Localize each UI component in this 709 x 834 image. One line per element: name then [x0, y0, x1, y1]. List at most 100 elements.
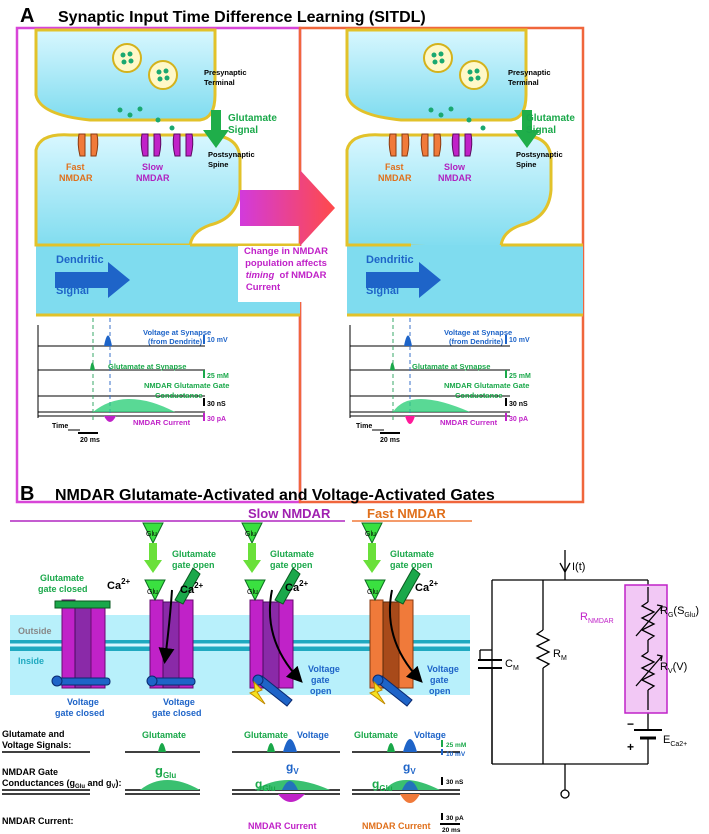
glutamate-gate-open-label-1a: Glutamate — [172, 549, 216, 559]
slow-header: Slow NMDAR — [248, 506, 331, 521]
channel-fast-open — [361, 522, 423, 707]
battery-plus: + — [627, 740, 634, 754]
left-conductance-label-2: Conductance — [155, 391, 203, 400]
glutamate-gate-open-label-2a: Glutamate — [270, 549, 314, 559]
b-gglu-label-3: gGlu — [372, 777, 393, 793]
row-conductances-label-1: NMDAR Gate — [2, 767, 58, 777]
right-presynaptic-label-2: Terminal — [508, 78, 539, 87]
b-gglu-curve-1 — [140, 780, 200, 790]
right-postsynaptic-label-2: Spine — [516, 160, 536, 169]
b-gglu-label-2: gGlu — [255, 777, 276, 793]
right-glutamate-signal-label-1: Glutamate — [526, 113, 575, 124]
b-voltage-pulse-2 — [403, 739, 417, 752]
right-presynaptic-label-1: Presynaptic — [508, 68, 551, 77]
channel-slow-open — [241, 522, 303, 707]
current-source-label: I(t) — [572, 561, 585, 573]
glu-bound-1: Glu — [147, 589, 158, 596]
right-fast-nmdar-label-1: Fast — [385, 162, 404, 172]
dendritic-signal-label-2: Signal — [56, 285, 89, 297]
left-conductance-label-1: NMDAR Glutamate Gate — [144, 381, 229, 390]
row-current-label: NMDAR Current: — [2, 816, 74, 826]
b-gv-curve-2 — [402, 781, 418, 790]
right-time-scale-label: 20 ms — [380, 437, 400, 444]
voltage-gate-closed-label-2b: gate closed — [152, 708, 202, 718]
postsynaptic-label-1: Postsynaptic — [208, 150, 255, 159]
b-gv-label-1: gV — [286, 760, 299, 776]
right-fast-nmdar-label-2: NMDAR — [378, 173, 412, 183]
ground-terminal — [560, 789, 570, 799]
rm-label: RM — [553, 648, 567, 662]
panel-a-letter: A — [20, 5, 34, 27]
right-fast-nmdar-icon — [388, 133, 410, 157]
slow-nmdar-icon-2 — [172, 133, 194, 157]
b-current-slow — [278, 794, 305, 802]
b-voltage-label-1: Voltage — [297, 730, 329, 740]
inside-label: Inside — [18, 656, 44, 666]
fast-nmdar-label-2: NMDAR — [59, 173, 93, 183]
right-current-label: NMDAR Current — [440, 418, 498, 427]
right-glutamate-arrow-icon — [514, 110, 540, 148]
right-slow-nmdar-label-1: Slow — [444, 162, 466, 172]
left-traces — [37, 318, 205, 422]
b-conductance-scale-label: 30 nS — [446, 779, 464, 786]
ca-label-1: Ca2+ — [107, 577, 131, 592]
glutamate-gate-open-label-1b: gate open — [172, 560, 215, 570]
row-conductances-label-2: Conductances (gGlu and gV): — [2, 778, 122, 790]
right-current-scale-label: 30 pA — [509, 416, 528, 423]
fast-nmdar-label-1: Fast — [66, 162, 85, 172]
cm-label: CM — [505, 658, 519, 672]
arrow-caption-2: population affects — [245, 258, 327, 269]
arrow-caption-4: of NMDAR — [280, 270, 327, 281]
arrow-caption-1: Change in NMDAR — [244, 246, 328, 257]
b-gv-curve-1 — [282, 781, 298, 790]
rnmdar-label: RNMDAR — [580, 611, 614, 625]
b-nmdar-current-fast-label: NMDAR Current — [362, 821, 431, 831]
rg-resistor-icon — [635, 587, 663, 652]
b-glutamate-label-3: Glutamate — [354, 730, 398, 740]
glu-bound-3: Glu — [367, 589, 378, 596]
right-dendritic-arrow-icon — [366, 262, 441, 298]
glutamate-gate-open-label-3b: gate open — [390, 560, 433, 570]
arrow-caption-5: Current — [246, 282, 281, 293]
voltage-gate-closed-label-2a: Voltage — [163, 697, 195, 707]
ca-label-3: Ca2+ — [285, 579, 309, 594]
slow-nmdar-icon — [140, 133, 162, 157]
voltage-gate-open-label-2b: gate — [430, 675, 449, 685]
panel-a-title: Synaptic Input Time Difference Learning … — [58, 9, 426, 26]
presynaptic-label-1: Presynaptic — [204, 68, 247, 77]
b-current-scale-label: 30 pA — [446, 815, 464, 822]
b-glu-pulse-2 — [267, 743, 275, 752]
arrow-caption-3: timing — [246, 270, 275, 281]
right-voltage-label-2: (from Dendrite) — [449, 337, 504, 346]
ca-label-2: Ca2+ — [180, 581, 204, 596]
b-glu-pulse-1 — [158, 743, 166, 752]
glu-ligand-2: Glu — [245, 531, 256, 538]
glu-bound-2: Glu — [247, 589, 258, 596]
slow-nmdar-label-2: NMDAR — [136, 173, 170, 183]
right-traces — [349, 318, 510, 424]
right-conductance-label-1: NMDAR Glutamate Gate — [444, 381, 529, 390]
glutamate-gate-open-label-3a: Glutamate — [390, 549, 434, 559]
right-dendritic-signal-label-1: Dendritic — [366, 254, 414, 266]
b-gglu-label-1: gGlu — [155, 763, 176, 780]
voltage-gate-closed-label-1: Voltage — [67, 697, 99, 707]
right-dendritic-signal-label-2: Signal — [366, 285, 399, 297]
fast-header: Fast NMDAR — [367, 506, 446, 521]
left-synapse — [34, 28, 300, 317]
glutamate-signal-label-2: Signal — [228, 125, 258, 136]
outside-label: Outside — [18, 626, 52, 636]
right-slow-nmdar-label-2: NMDAR — [438, 173, 472, 183]
b-glutamate-label-2: Glutamate — [244, 730, 288, 740]
row-signals-label-1: Glutamate and — [2, 729, 65, 739]
glu-ligand-3: Glu — [365, 531, 376, 538]
b-glutamate-label-1: Glutamate — [142, 730, 186, 740]
right-postsynaptic-label-1: Postsynaptic — [516, 150, 563, 159]
b-nmdar-current-slow-label: NMDAR Current — [248, 821, 317, 831]
panel-b-letter: B — [20, 483, 34, 505]
dendritic-arrow-icon — [55, 262, 130, 298]
b-glu-pulse-3 — [387, 743, 395, 752]
rg-label: RG(SGlu) — [660, 605, 699, 619]
dendritic-signal-label-1: Dendritic — [56, 254, 104, 266]
arrow-caption-bg — [238, 246, 334, 302]
